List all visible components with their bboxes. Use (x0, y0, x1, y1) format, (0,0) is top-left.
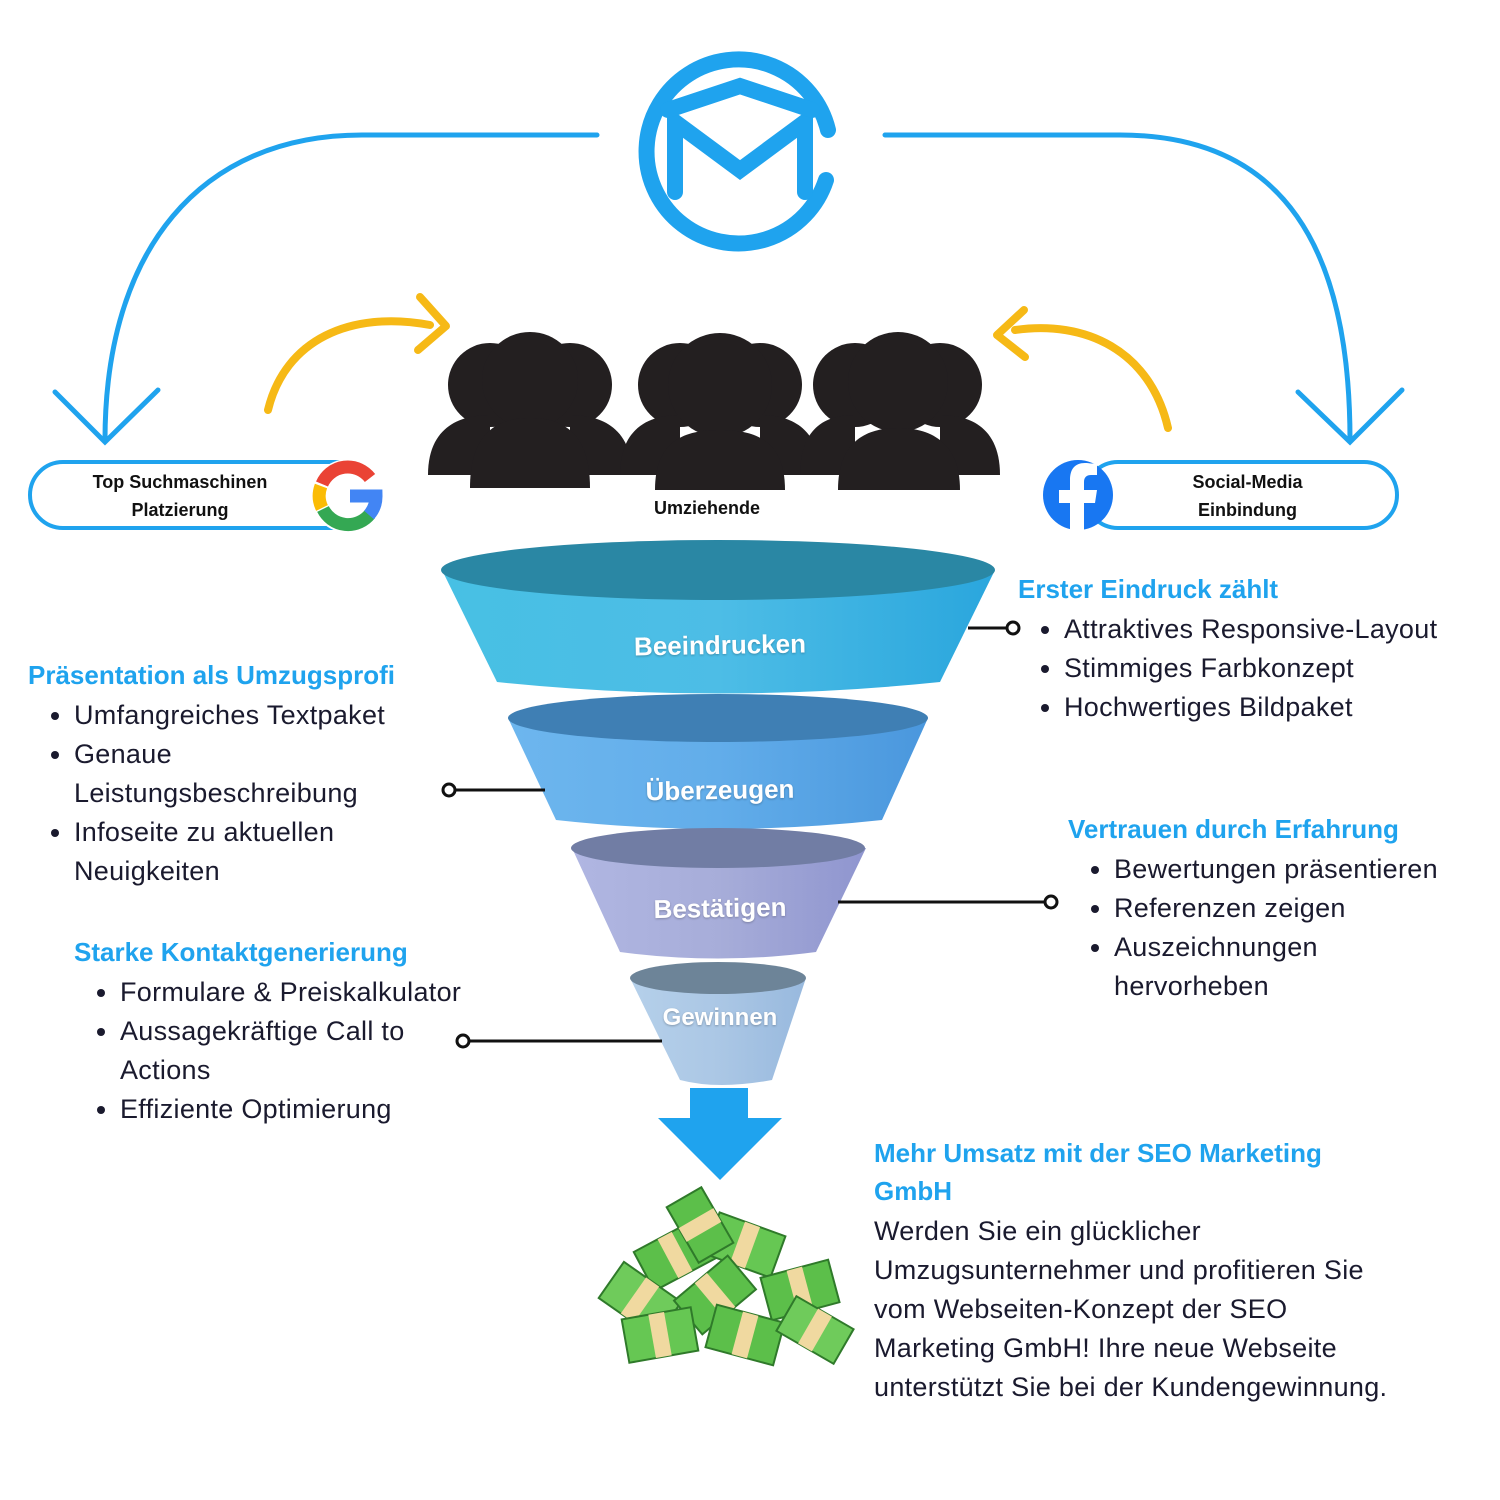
list-item: Auszeichnungen hervorheben (1114, 928, 1384, 1006)
stage-label-2: Überzeugen (645, 773, 795, 807)
funnel-stage-2 (508, 718, 928, 829)
right-yellow-arrow (1011, 324, 1172, 432)
block-first-impression: Erster Eindruck zählt Attraktives Respon… (1018, 570, 1438, 727)
left-source-label: Top Suchmaschinen Platzierung (70, 468, 290, 524)
funnel-stage-3 (572, 848, 866, 959)
list-item: Effiziente Optimierung (120, 1090, 514, 1129)
list-item: Stimmiges Farbkonzept (1064, 649, 1438, 688)
list-item: Bewertungen präsentieren (1114, 850, 1493, 889)
left-connector-arc (102, 132, 600, 443)
left-source-pill (28, 459, 385, 533)
yellow-arrows (264, 293, 1172, 432)
company-logo-icon (638, 51, 836, 252)
right-source-label: Social-Media Einbindung (1140, 468, 1355, 524)
right-connector-arc (882, 132, 1353, 443)
facebook-icon (1043, 460, 1113, 530)
stage-label-1: Beeindrucken (633, 628, 807, 662)
block-contact: Starke Kontaktgenerierung Formulare & Pr… (74, 933, 514, 1129)
list-item: Genaue Leistungsbeschreibung (74, 735, 404, 813)
block-trust-list: Bewertungen präsentieren Referenzen zeig… (1068, 850, 1493, 1006)
people-group-icon (428, 332, 1000, 490)
stage-connectors (441, 620, 1059, 1049)
block-trust-heading: Vertrauen durch Erfahrung (1068, 814, 1399, 844)
block-contact-heading: Starke Kontaktgenerierung (74, 937, 408, 967)
right-arrow-head-icon (1295, 387, 1405, 446)
list-item: Referenzen zeigen (1114, 889, 1493, 928)
left-source-line1: Top Suchmaschinen (92, 472, 268, 492)
left-source-line2: Platzierung (131, 500, 229, 520)
block-result-heading: Mehr Umsatz mit der SEO Marketing GmbH (874, 1138, 1322, 1206)
left-yellow-arrow (264, 317, 434, 414)
funnel-stage-1 (442, 570, 995, 694)
right-source-pill (1043, 460, 1399, 530)
block-first-impression-list: Attraktives Responsive-Layout Stimmiges … (1018, 610, 1438, 727)
stage-label-3: Bestätigen (653, 891, 787, 925)
money-pile-icon (597, 1185, 855, 1367)
list-item: Formulare & Preiskalkulator (120, 973, 514, 1012)
block-result-text: Werden Sie ein glücklicher Umzugsunterne… (874, 1216, 1388, 1402)
connector-arcs (52, 132, 1405, 446)
block-result: Mehr Umsatz mit der SEO Marketing GmbH W… (874, 1134, 1414, 1407)
list-item: Umfangreiches Textpaket (74, 696, 468, 735)
funnel-stage-4 (630, 978, 806, 1085)
block-presentation-heading: Präsentation als Umzugsprofi (28, 660, 395, 690)
block-presentation: Präsentation als Umzugsprofi Umfangreich… (28, 656, 468, 891)
block-presentation-list: Umfangreiches Textpaket Genaue Leistungs… (28, 696, 468, 891)
right-source-line1: Social-Media (1192, 472, 1303, 492)
right-yellow-arrow-head-icon (993, 306, 1029, 361)
left-arrow-head-icon (52, 387, 161, 446)
list-item: Hochwertiges Bildpaket (1064, 688, 1438, 727)
block-first-impression-heading: Erster Eindruck zählt (1018, 574, 1279, 604)
down-arrow-icon (658, 1088, 782, 1180)
google-icon (311, 459, 385, 533)
block-trust: Vertrauen durch Erfahrung Bewertungen pr… (1068, 810, 1493, 1006)
list-item: Infoseite zu aktuellen Neuigkeiten (74, 813, 404, 891)
funnel (441, 540, 995, 1085)
left-yellow-arrow-head-icon (414, 293, 450, 354)
right-source-line2: Einbindung (1198, 500, 1297, 520)
block-contact-list: Formulare & Preiskalkulator Aussagekräft… (74, 973, 514, 1129)
stage-label-4: Gewinnen (662, 1004, 778, 1031)
audience-label: Umziehende (654, 498, 761, 518)
list-item: Attraktives Responsive-Layout (1064, 610, 1438, 649)
list-item: Aussagekräftige Call to Actions (120, 1012, 460, 1090)
